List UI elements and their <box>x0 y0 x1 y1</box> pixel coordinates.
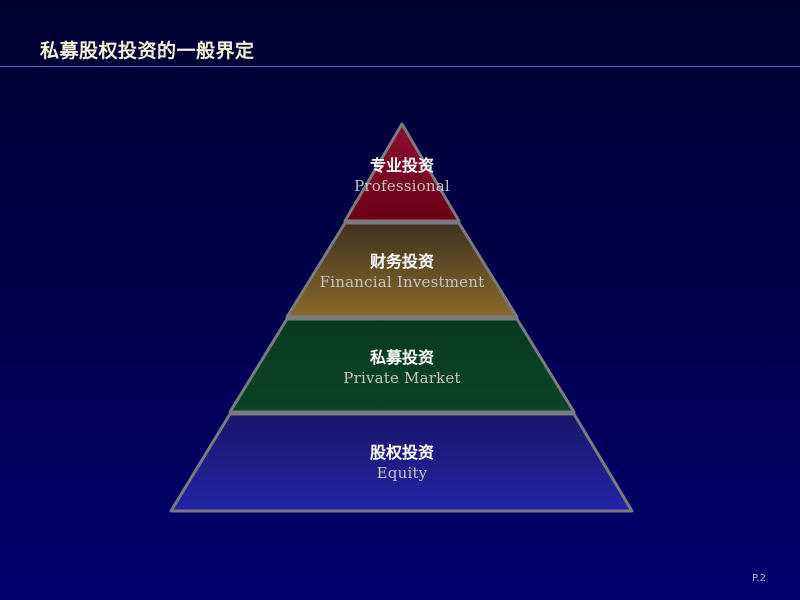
page-number: P.2 <box>751 573 766 584</box>
pyramid-level-equity <box>169 412 634 513</box>
pyramid-level-private-market <box>228 317 576 414</box>
level-cn-label: 专业投资 <box>369 156 434 175</box>
level-en-label: Financial Investment <box>319 273 485 291</box>
level-en-label: Private Market <box>343 369 461 387</box>
pyramid-level-financial-investment <box>285 221 519 319</box>
level-label-private-market: 私募投资 Private Market <box>200 348 604 388</box>
level-cn-label: 财务投资 <box>369 252 434 271</box>
slide-title: 私募股权投资的一般界定 <box>40 40 255 62</box>
level-en-label: Professional <box>354 177 450 195</box>
level-label-professional: 专业投资 Professional <box>200 156 604 196</box>
level-cn-label: 私募投资 <box>369 348 434 367</box>
pyramid-level-professional <box>343 122 461 223</box>
level-cn-label: 股权投资 <box>369 443 434 462</box>
level-label-financial-investment: 财务投资 Financial Investment <box>200 252 604 292</box>
level-label-equity: 股权投资 Equity <box>200 443 604 483</box>
level-en-label: Equity <box>376 464 428 482</box>
title-divider <box>0 66 800 67</box>
